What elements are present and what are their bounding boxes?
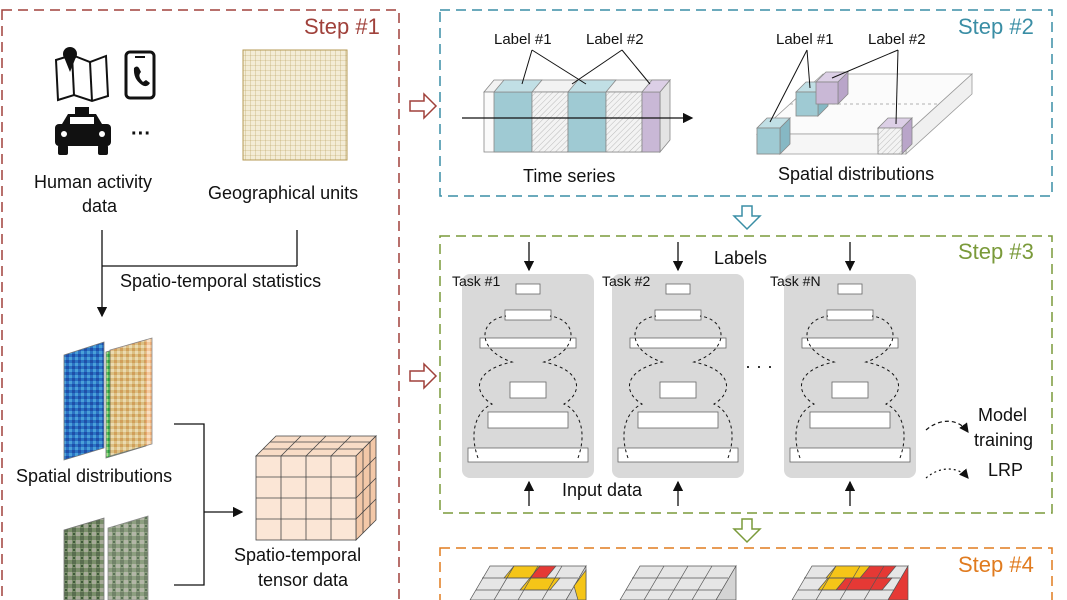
stats-label: Spatio-temporal statistics [120, 271, 321, 291]
ts-label-lines [521, 49, 651, 85]
step3-title: Step #3 [958, 239, 1034, 264]
phone-icon [124, 50, 156, 100]
spatial-dist-label: Spatial distributions [16, 466, 172, 486]
legend-model-curve [925, 420, 969, 433]
task-panel-1 [462, 274, 594, 478]
spatial-cube-4 [877, 117, 913, 155]
legend-lrp-label: LRP [988, 460, 1023, 480]
satellite-stack-image [63, 515, 149, 600]
task-dots: · · · [745, 356, 773, 376]
sp-label-lines [769, 49, 899, 125]
time-series-label: Time series [523, 166, 615, 186]
sp-label2: Label #2 [868, 31, 926, 48]
tensor-label-2: tensor data [258, 570, 349, 590]
sp-label1: Label #1 [776, 31, 834, 48]
flow-arrow-step2-3 [732, 205, 762, 231]
step4-title: Step #4 [958, 552, 1034, 577]
step4-frame [439, 547, 1053, 600]
taxi-icon [55, 107, 111, 155]
geo-units-label: Geographical units [208, 183, 358, 203]
flow-arrow-step1-2 [409, 92, 438, 120]
spatial-dist-label-2: Spatial distributions [778, 164, 934, 184]
task1-label: Task #1 [452, 273, 500, 289]
flow-arrow-step3-4 [732, 518, 762, 544]
legend-model-label-2: training [974, 430, 1033, 450]
time-series-block [483, 78, 671, 154]
bracket-connector [174, 423, 205, 586]
heatmap-stack-image [63, 337, 153, 461]
spatial-cube-1 [756, 117, 791, 155]
labels-text: Labels [714, 248, 767, 268]
tensor-label: Spatio-temporal [234, 545, 361, 565]
step1-frame [1, 9, 400, 600]
legend-lrp-curve [925, 468, 969, 479]
taskn-label: Task #N [770, 273, 821, 289]
flow-arrow-step1-3 [409, 362, 438, 390]
result-cube-1 [469, 564, 587, 600]
task2-label: Task #2 [602, 273, 650, 289]
result-cube-3 [791, 564, 909, 600]
task-panel-2 [612, 274, 744, 478]
geo-grid-image [242, 49, 348, 161]
ellipsis-text: ··· [131, 123, 151, 145]
step2-title: Step #2 [958, 14, 1034, 39]
human-activity-label-2: data [82, 196, 118, 216]
map-pin-icon [54, 47, 110, 103]
human-activity-label: Human activity [34, 172, 152, 192]
input-data-label: Input data [562, 480, 643, 500]
tensor-cube [255, 435, 377, 541]
legend-model-label: Model [978, 405, 1027, 425]
spatial-cube-3 [815, 71, 849, 105]
ts-label2: Label #2 [586, 31, 644, 48]
task-panel-n [784, 274, 916, 478]
step2-frame [439, 9, 1053, 197]
result-cube-2 [619, 564, 737, 600]
step3-frame [439, 235, 1053, 514]
step1-title: Step #1 [304, 14, 380, 39]
ts-label1: Label #1 [494, 31, 552, 48]
